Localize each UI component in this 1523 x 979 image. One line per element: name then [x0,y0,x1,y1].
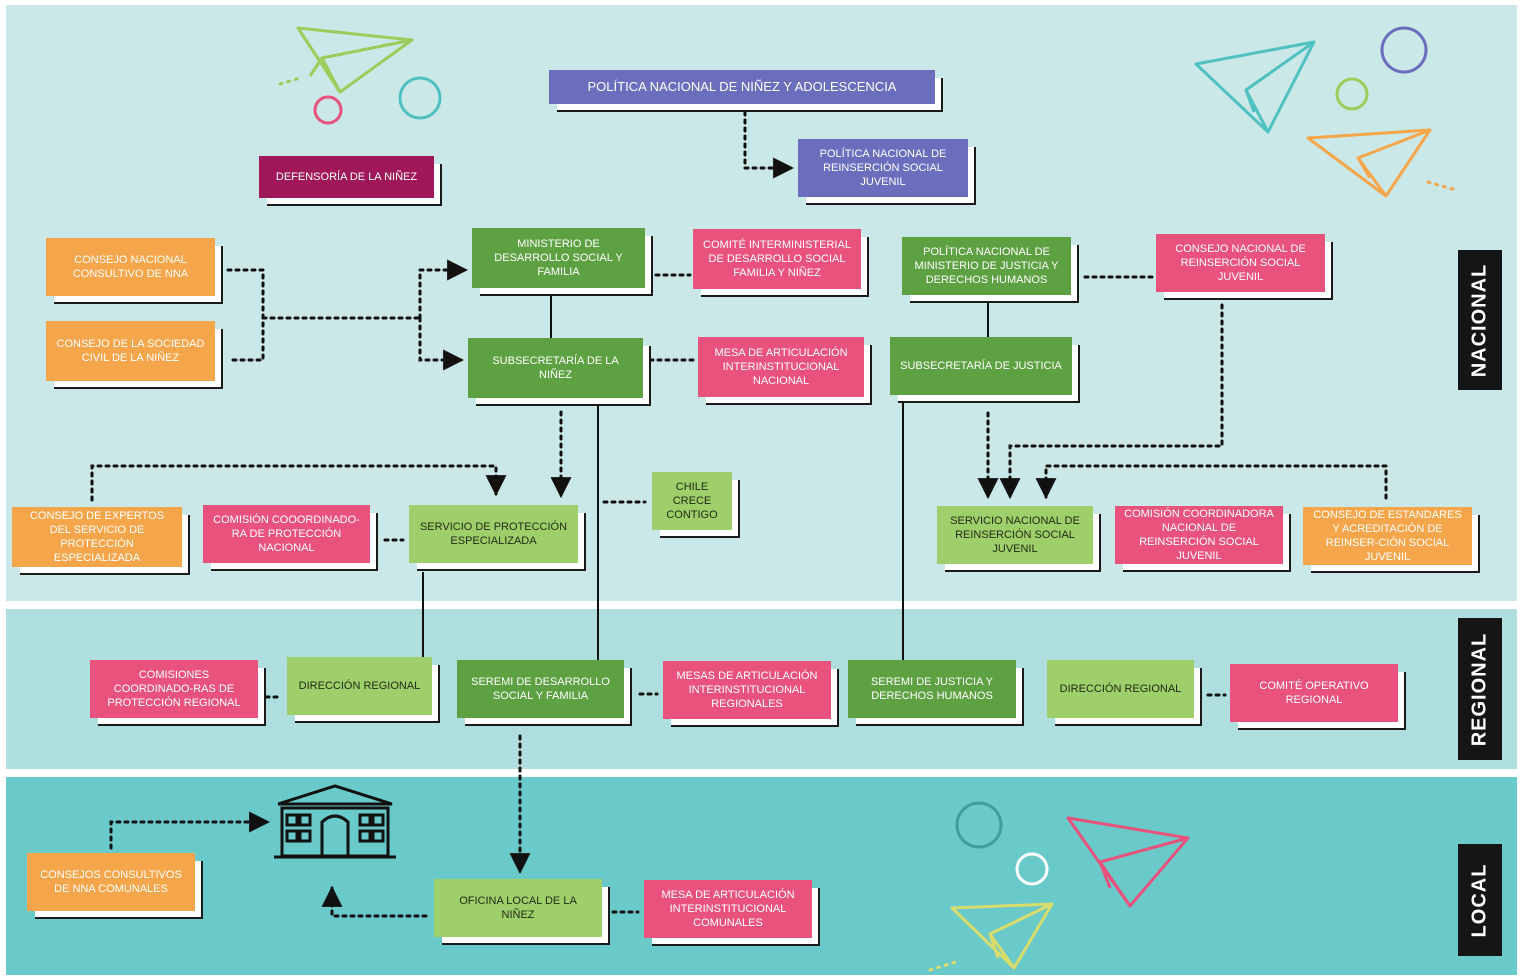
plane-trail [278,76,302,86]
comision-reinsercion-box: COMISIÓN COORDINADORA NACIONAL DE REINSE… [1115,506,1283,564]
direccion-regional-2-box: DIRECCIÓN REGIONAL [1047,660,1194,718]
mesa-comunales-box: MESA DE ARTICULACIÓN INTERINSTITUCIONAL … [644,880,812,938]
subsecretaria-justicia-box: SUBSECRETARÍA DE JUSTICIA [890,337,1072,395]
ministerio-justicia-box: POLÍTICA NACIONAL DE MINISTERIO DE JUSTI… [902,237,1071,295]
circle-icon [1015,852,1049,886]
politica-reinsercion-box: POLÍTICA NACIONAL DE REINSERCIÓN SOCIAL … [798,139,968,197]
paper-plane-icon [1306,128,1432,198]
plane-trail [1426,180,1458,192]
mesas-regionales-box: MESAS DE ARTICULACIÓN INTERINSTITUCIONAL… [663,661,831,719]
consejo-expertos-box: CONSEJO DE EXPERTOS DEL SERVICIO DE PROT… [12,507,182,567]
band-local [6,777,1517,975]
paper-plane-icon [950,902,1054,970]
band-nacional [6,5,1517,601]
oficina-local-box: OFICINA LOCAL DE LA NIÑEZ [434,879,602,937]
politica-nacional-box: POLÍTICA NACIONAL DE NIÑEZ Y ADOLESCENCI… [549,70,935,104]
mesa-articulacion-nacional-box: MESA DE ARTICULACIÓN INTERINSTITUCIONAL … [698,337,864,397]
consejo-reinsercion-box: CONSEJO NACIONAL DE REINSERCIÓN SOCIAL J… [1156,234,1325,292]
seremi-desarrollo-box: SEREMI DE DESARROLLO SOCIAL Y FAMILIA [457,660,624,718]
servicio-reinsercion-box: SERVICIO NACIONAL DE REINSERCIÓN SOCIAL … [937,506,1093,564]
circle-icon [955,801,1003,849]
paper-plane-icon [1066,816,1190,908]
level-tab-nacional: NACIONAL [1458,250,1502,390]
comisiones-regionales-box: COMISIONES COORDINADO-RAS DE PROTECCIÓN … [90,660,258,718]
connector-to-ministerio [418,259,469,320]
direccion-regional-1-box: DIRECCIÓN REGIONAL [287,657,432,715]
servicio-proteccion-box: SERVICIO DE PROTECCIÓN ESPECIALIZADA [409,505,578,563]
connector-estandares-servicio [1035,464,1388,500]
circle-icon [398,76,442,120]
chile-crece-box: CHILE CRECE CONTIGO [652,472,732,530]
comite-interministerial-box: COMITÉ INTERMINISTERIAL DE DESARROLLO SO… [693,229,861,289]
connector-expertos-servicio [90,464,507,502]
consejo-sociedad-civil-box: CONSEJO DE LA SOCIEDAD CIVIL DE LA NIÑEZ [46,321,215,381]
consejos-comunales-box: CONSEJOS CONSULTIVOS DE NNA COMUNALES [27,853,195,911]
plane-trail [928,960,958,972]
consejo-consultivo-nna-box: CONSEJO NACIONAL CONSULTIVO DE NNA [46,238,215,296]
level-tab-local: LOCAL [1458,844,1502,956]
connector-to-subsecretaria [418,316,465,371]
circle-icon [313,95,343,125]
circle-icon [1335,77,1369,111]
circle-icon [1380,26,1428,74]
consejo-estandares-box: CONSEJO DE ESTANDARES Y ACREDITACIÓN DE … [1303,507,1472,565]
connector-consejo-nna [226,268,265,362]
connector-consejo-reinsercion-servicio [999,303,1224,500]
level-tab-regional: REGIONAL [1458,618,1502,760]
comite-operativo-box: COMITÉ OPERATIVO REGIONAL [1230,664,1398,722]
comision-coordinadora-proteccion-box: COMISIÓN COOORDINADO-RA DE PROTECCIÓN NA… [203,505,370,563]
paper-plane-icon [1194,40,1316,134]
connector-oficina-municipio [321,885,428,918]
connector-politica-reinsercion [743,110,795,179]
defensoria-box: DEFENSORÍA DE LA NIÑEZ [259,156,434,198]
ministerio-desarrollo-box: MINISTERIO DE DESARROLLO SOCIAL Y FAMILI… [472,228,645,288]
connector-consejos-comunales [109,811,271,850]
paper-plane-icon [296,26,414,94]
seremi-justicia-box: SEREMI DE JUSTICIA Y DERECHOS HUMANOS [848,660,1016,718]
subsecretaria-ninez-box: SUBSECRETARÍA DE LA NIÑEZ [468,338,643,398]
municipality-building-icon [274,784,396,859]
